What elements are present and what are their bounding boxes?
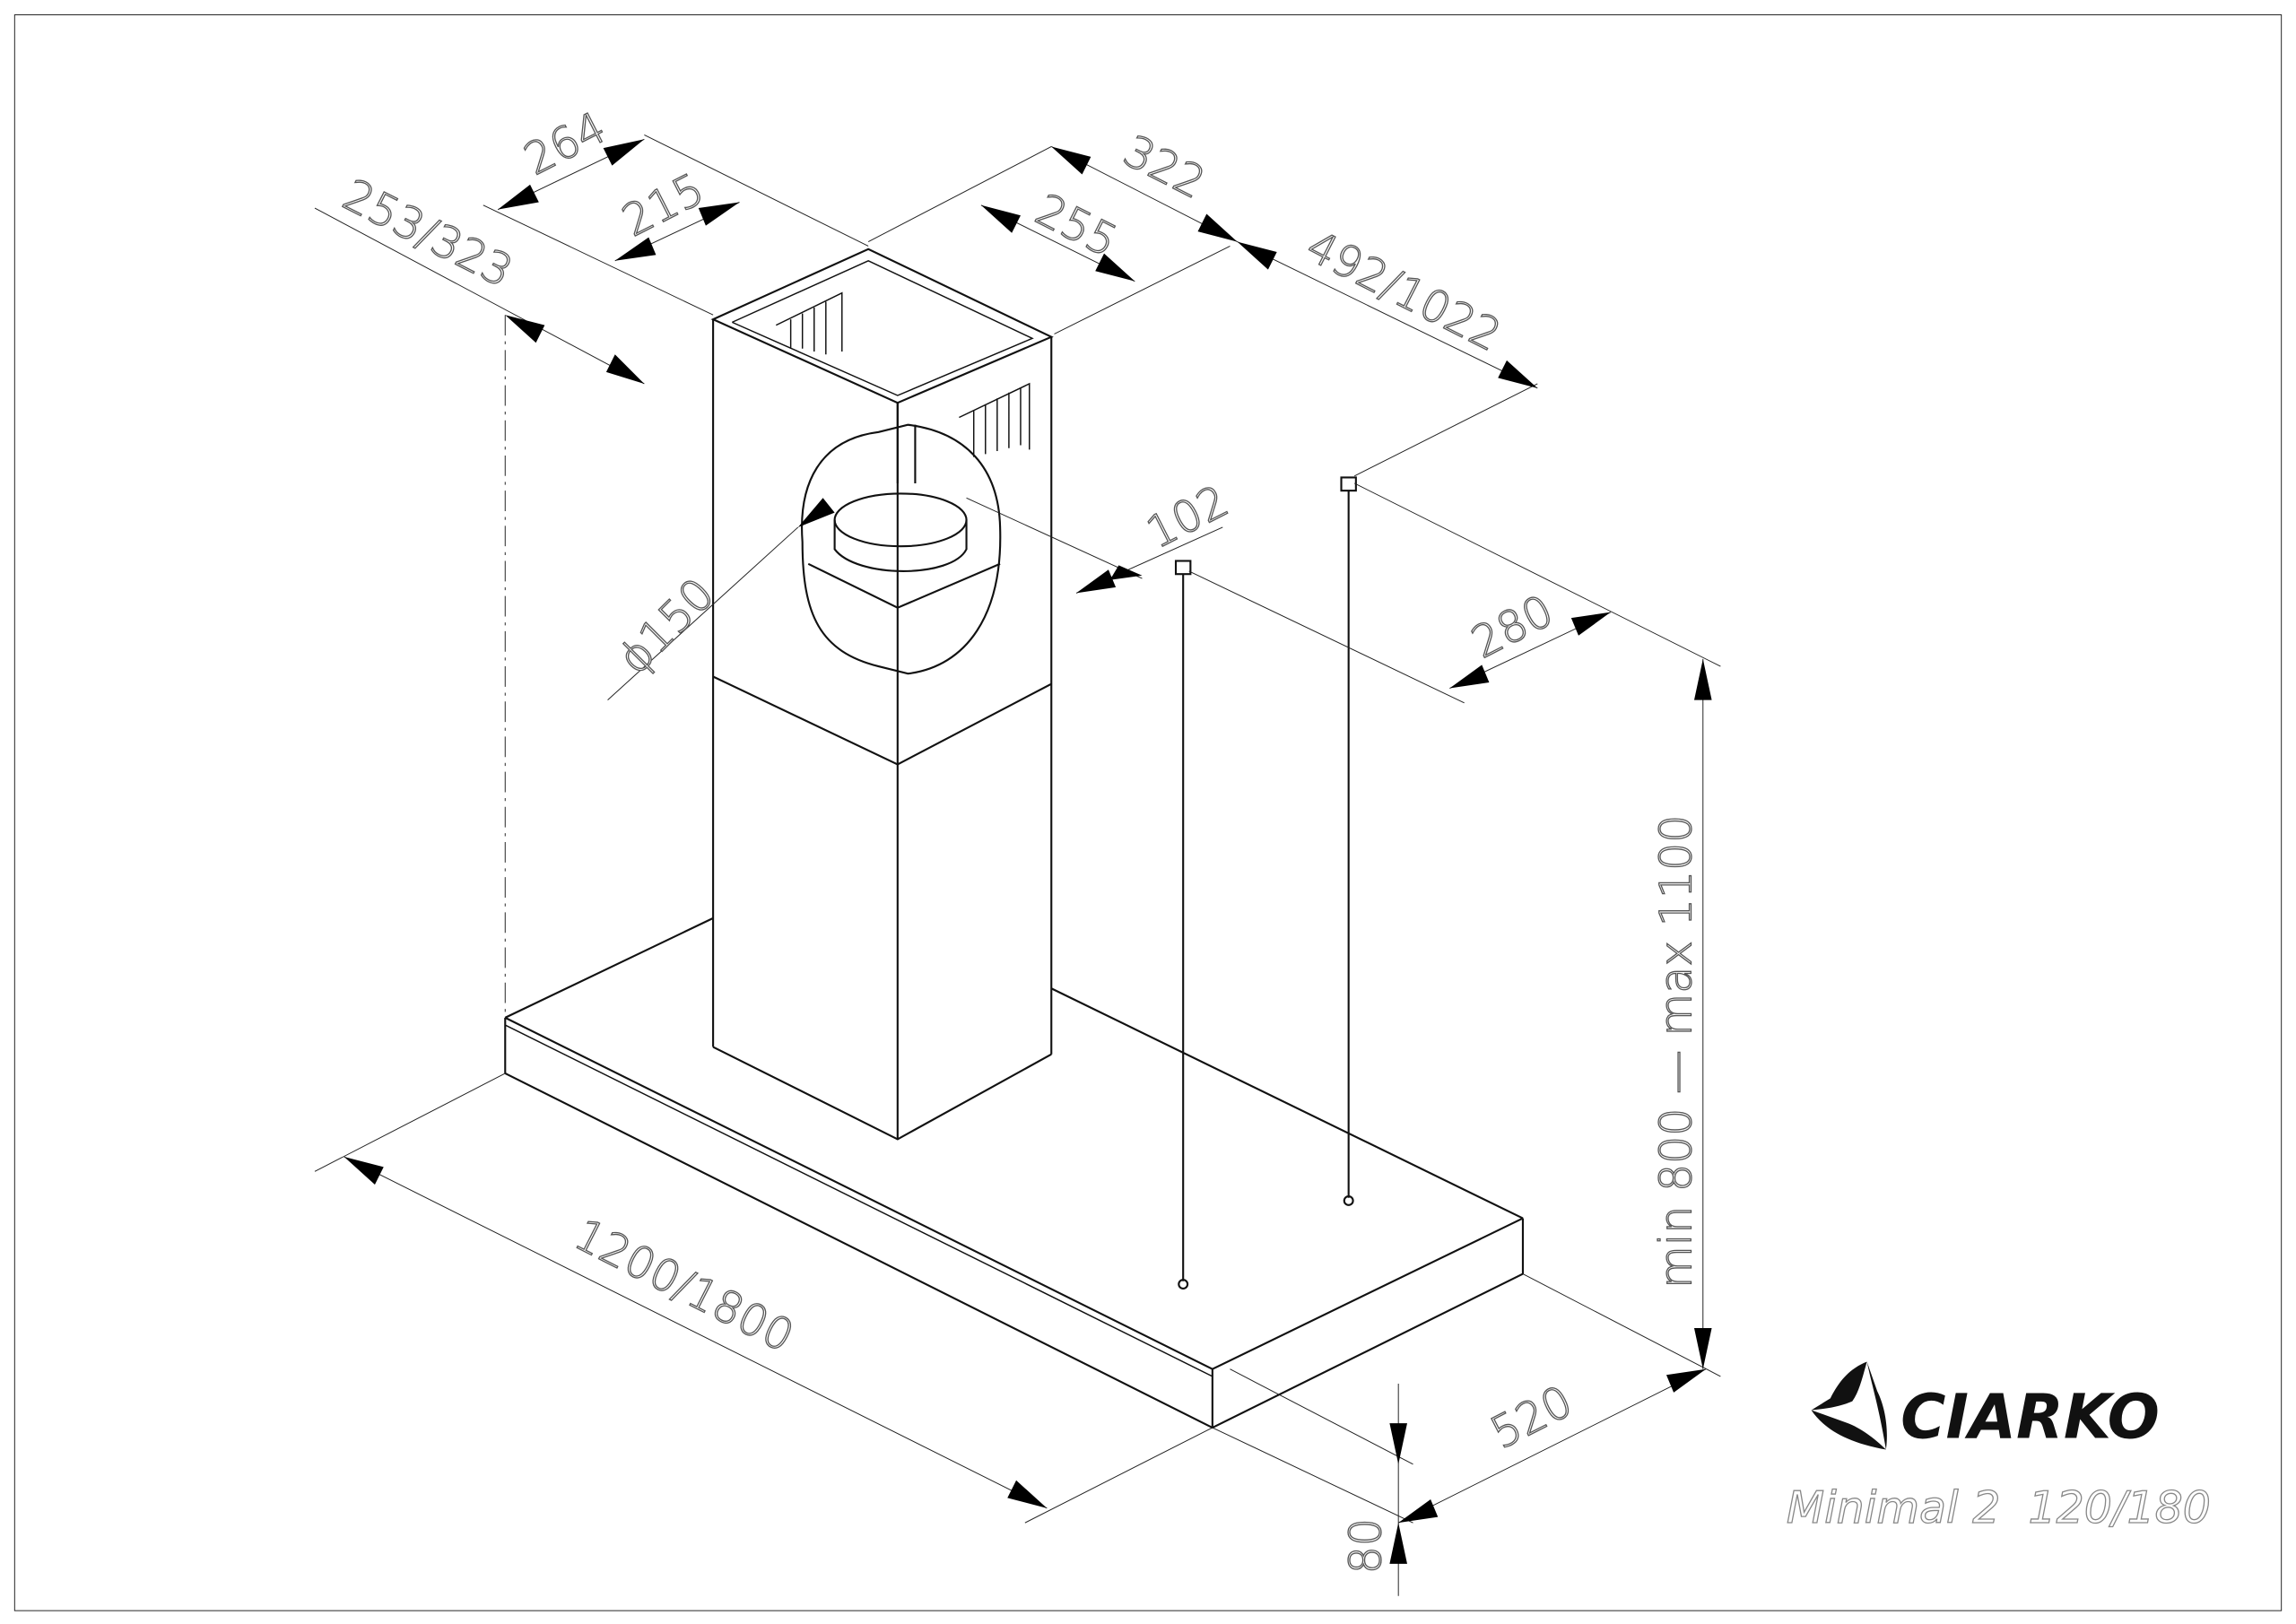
dimension-arrows: [344, 139, 1712, 1564]
dim-102: 102: [1138, 475, 1236, 559]
dim-322: 322: [1116, 126, 1213, 209]
model-name: Minimal 2 120/180: [1787, 1482, 2211, 1533]
dim-80: 80: [1341, 1518, 1392, 1574]
outlet-cutaway: [801, 403, 1002, 675]
dim-280: 280: [1464, 585, 1561, 668]
suspension-rods: [1174, 476, 1357, 1290]
dim-520: 520: [1483, 1376, 1580, 1459]
dim-264: 264: [516, 102, 613, 186]
dim-phi150: ϕ150: [608, 569, 724, 684]
brand-name: CIARKO: [1900, 1381, 2160, 1453]
ciarko-logo: CIARKO Minimal 2 120/180: [1786, 1361, 2212, 1534]
dimension-lines: [314, 134, 1721, 1596]
dim-492-1022: 492/1022: [1299, 221, 1509, 361]
hood-plate: [504, 916, 1525, 1429]
drawing-border: [13, 14, 2283, 1611]
logo-mark-icon: [1811, 1361, 1887, 1450]
dimension-labels: 264 215 253/323 322 255 492/1022 102 ϕ15…: [335, 101, 1703, 1575]
dim-255: 255: [1028, 184, 1126, 267]
dim-215: 215: [614, 163, 712, 247]
chimney: [710, 248, 1054, 1141]
vent-slots: [775, 291, 1031, 457]
dim-mount-height: min 800 — max 1100: [1651, 815, 1702, 1289]
